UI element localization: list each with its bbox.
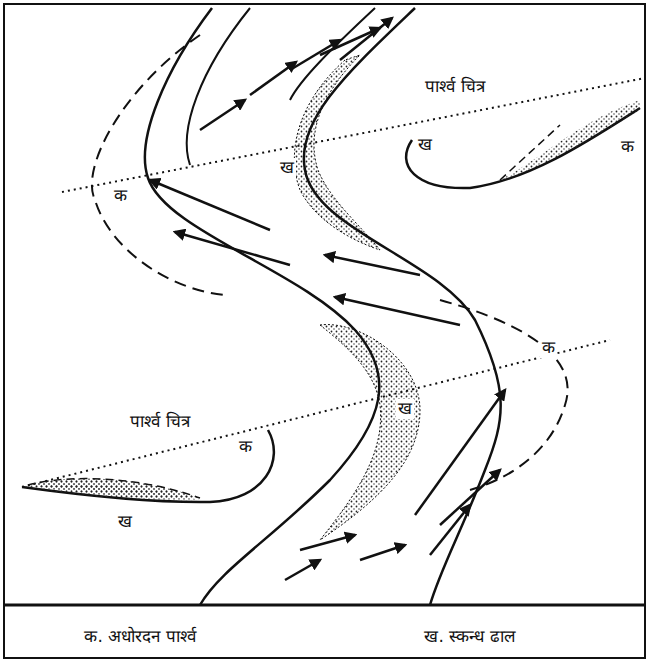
undercut-mark: क [112, 186, 129, 206]
shoulder-slope-mark: ख [116, 512, 134, 532]
shoulder-slope-mark: क [619, 137, 636, 157]
shoulder-slope-mark: ख [278, 158, 296, 178]
profile-label: पार्श्व चित्र [423, 77, 486, 97]
legend-note: क. अधोरदन पार्श्व [82, 627, 197, 647]
undercut-mark: क [540, 338, 557, 358]
undercut-mark: क [237, 437, 254, 457]
shoulder-slope-mark: ख [396, 399, 414, 419]
profile-label: पार्श्व चित्र [128, 412, 191, 432]
undercut-mark: ख [416, 135, 434, 155]
legend-note: ख. स्कन्ध ढाल [422, 627, 517, 647]
